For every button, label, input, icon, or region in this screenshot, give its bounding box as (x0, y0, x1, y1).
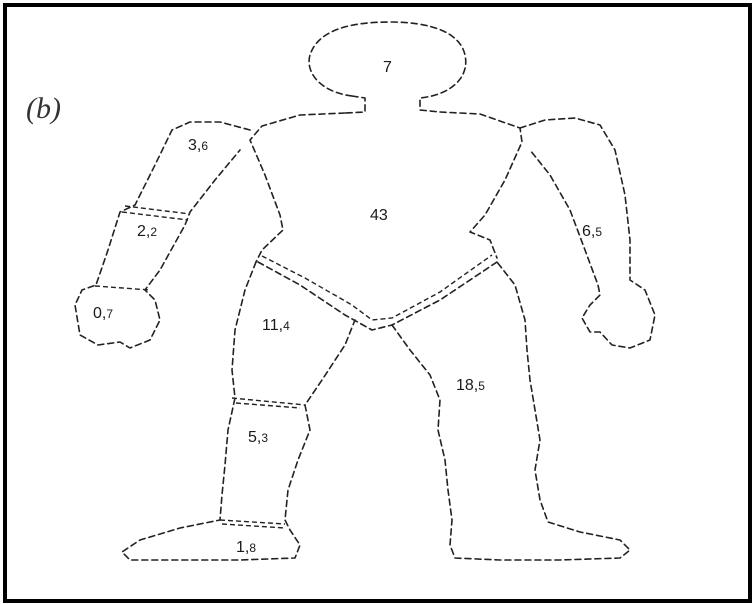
trunk-label: 43 (370, 207, 388, 224)
whole-arm-label: 6,5 (582, 223, 602, 240)
upper-arm-label: 3,6 (188, 137, 208, 154)
pelvis-seam (262, 255, 492, 320)
foot-label: 1,8 (236, 539, 256, 556)
trunk-outline (250, 112, 522, 262)
whole-leg-label: 18,5 (456, 377, 485, 394)
thigh-label: 11,4 (262, 317, 290, 334)
head-label: 7 (383, 59, 392, 76)
panel-label: (b) (26, 92, 61, 125)
elbow-seam (122, 206, 190, 220)
knee-seam (232, 398, 305, 408)
lower-leg-label: 5,3 (248, 429, 268, 446)
ankle-seam (220, 520, 285, 528)
hand-label: 0,7 (93, 305, 113, 322)
forearm-label: 2,2 (137, 223, 157, 240)
wrist-seam (95, 286, 150, 290)
neck-left-outline (345, 96, 365, 113)
